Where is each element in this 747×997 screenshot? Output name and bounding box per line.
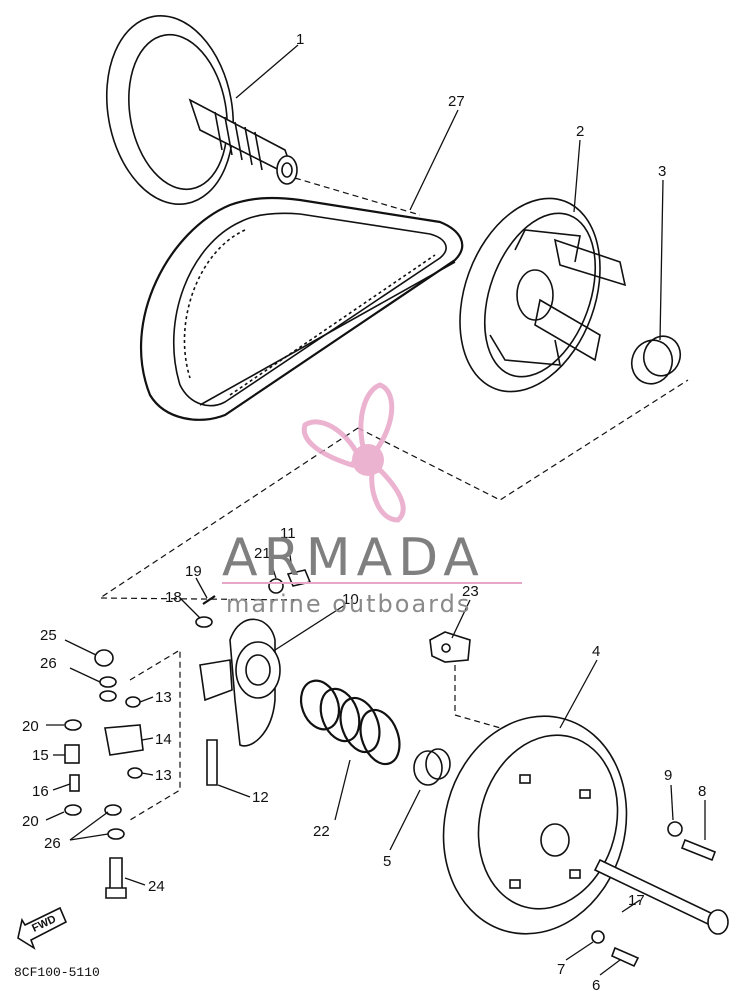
label-part-25: 25 [40,627,57,644]
label-part-1: 1 [296,31,304,48]
label-part-8: 8 [698,783,706,800]
label-part-13-lower: 13 [155,767,172,784]
label-part-12: 12 [252,789,269,806]
label-part-7: 7 [557,961,565,978]
sheave-housing-part [459,197,627,393]
sheave-cap-part [442,715,628,935]
spring-part [299,679,401,766]
label-part-6: 6 [592,977,600,994]
label-part-18: 18 [165,589,182,606]
bolts-group [591,821,729,968]
label-part-22: 22 [313,823,330,840]
label-part-19: 19 [185,563,202,580]
collar-part [630,335,682,385]
label-part-21: 21 [254,545,271,562]
label-part-4: 4 [592,643,600,660]
armada-watermark: ARMADA marine outboards [222,382,522,618]
label-part-27: 27 [448,93,465,110]
bracket-part [429,631,471,663]
label-part-9: 9 [664,767,672,784]
label-part-24: 24 [148,878,165,895]
label-part-13-upper: 13 [155,689,172,706]
label-part-20-upper: 20 [22,718,39,735]
watermark-title: ARMADA [222,528,485,588]
label-part-14: 14 [155,731,172,748]
label-part-15: 15 [32,747,49,764]
arm-pin-cluster [64,648,218,899]
v-belt-part [140,196,464,421]
figure-code: 8CF100-5110 [14,965,100,980]
label-part-2: 2 [576,123,584,140]
label-part-26-lower: 26 [44,835,61,852]
leader-lines [45,44,706,976]
spacer-collar-part [413,748,451,786]
label-part-5: 5 [383,853,391,870]
label-part-16: 16 [32,783,49,800]
label-part-20-lower: 20 [22,813,39,830]
label-part-10: 10 [342,591,359,608]
fwd-arrow-icon: FWD [17,906,68,950]
label-part-11: 11 [280,525,296,542]
label-part-26-upper: 26 [40,655,57,672]
primary-sheave-part [105,15,298,205]
watermark-subtitle: marine outboards [226,590,471,618]
part-number-labels: 1 2 3 4 5 6 7 8 9 10 11 12 13 13 14 15 1… [22,31,706,994]
label-part-3: 3 [658,163,666,180]
propeller-logo-icon [301,382,406,523]
label-part-17: 17 [628,892,645,909]
movable-sheave-body-part [199,618,281,747]
label-part-23: 23 [462,583,479,600]
